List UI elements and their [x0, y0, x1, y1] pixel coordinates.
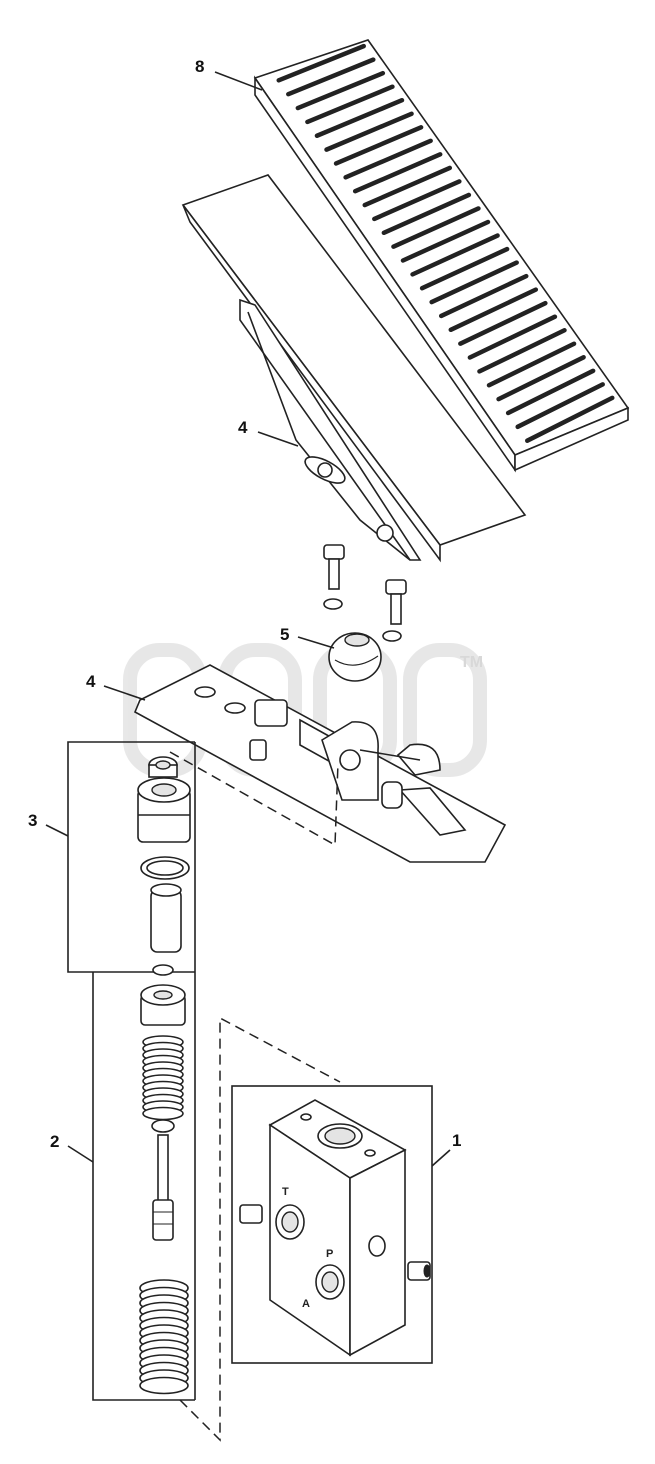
tread-plate-part-8: [253, 39, 630, 473]
tread-rib: [381, 192, 472, 236]
tread-rib: [438, 273, 529, 319]
dashed-leader-top: [169, 751, 339, 847]
tread-rib: [419, 246, 510, 291]
assembly-box-3: [67, 741, 196, 1400]
port-mark-p: P: [326, 1248, 333, 1260]
port-mark-t: T: [282, 1186, 289, 1198]
tread-rib: [295, 70, 386, 111]
tread-rib: [505, 368, 596, 416]
cap-part-5: [328, 632, 382, 682]
tread-rib: [458, 300, 548, 346]
tread-rib: [410, 233, 500, 277]
upper-spring: [142, 1035, 184, 1121]
pedal-part-4: [181, 174, 527, 563]
tread-ribs: [276, 43, 615, 443]
tread-rib: [486, 341, 577, 388]
base-plate-part-4: [133, 664, 507, 863]
callout-label-5: 5: [280, 625, 289, 644]
spring-coil: [142, 1106, 184, 1121]
callout-label-2: 2: [50, 1132, 59, 1151]
tread-rib: [324, 111, 414, 152]
tread-rib: [362, 165, 453, 208]
callout-4-pedal: 4: [238, 418, 299, 447]
tread-rib: [352, 152, 443, 194]
tread-rib: [496, 355, 586, 402]
spool-stack: [137, 756, 191, 1395]
tread-rib: [333, 125, 424, 166]
callout-label-8: 8: [195, 57, 204, 76]
mounting-bolts: [323, 544, 407, 642]
tread-rib: [525, 395, 615, 443]
callout-label-4-base: 4: [86, 672, 96, 691]
callout-8: 8: [195, 57, 263, 91]
tread-rib: [391, 206, 481, 249]
callout-label-1: 1: [452, 1131, 461, 1150]
dashed-leader-bottom: [179, 1016, 341, 1442]
box-1-outline: [231, 1085, 433, 1364]
tread-rib: [286, 57, 376, 97]
watermark-tm: TM: [460, 654, 483, 671]
lower-spring: [139, 1279, 189, 1395]
callout-label-3: 3: [28, 811, 37, 830]
valve-block-part-1: [231, 1085, 433, 1364]
callout-3: 3: [28, 811, 69, 837]
callout-1: 1: [431, 1131, 461, 1167]
tread-rib: [343, 138, 433, 180]
tread-rib: [314, 97, 405, 139]
tread-rib: [305, 84, 395, 125]
tread-rib: [515, 382, 605, 430]
spring-coil: [139, 1376, 189, 1395]
tread-rib: [372, 179, 462, 222]
tread-rib: [429, 260, 519, 305]
callout-label-4-pedal: 4: [238, 418, 248, 437]
tread-rib: [477, 327, 567, 374]
tread-rib: [448, 287, 539, 333]
tread-rib: [467, 314, 558, 360]
tread-rib: [276, 43, 366, 83]
assembly-box-2: [92, 972, 195, 1401]
callout-5: 5: [280, 625, 335, 649]
tread-rib: [400, 219, 491, 263]
port-mark-a: A: [302, 1298, 310, 1310]
callout-2: 2: [50, 1132, 94, 1163]
callout-4-base: 4: [86, 672, 146, 701]
